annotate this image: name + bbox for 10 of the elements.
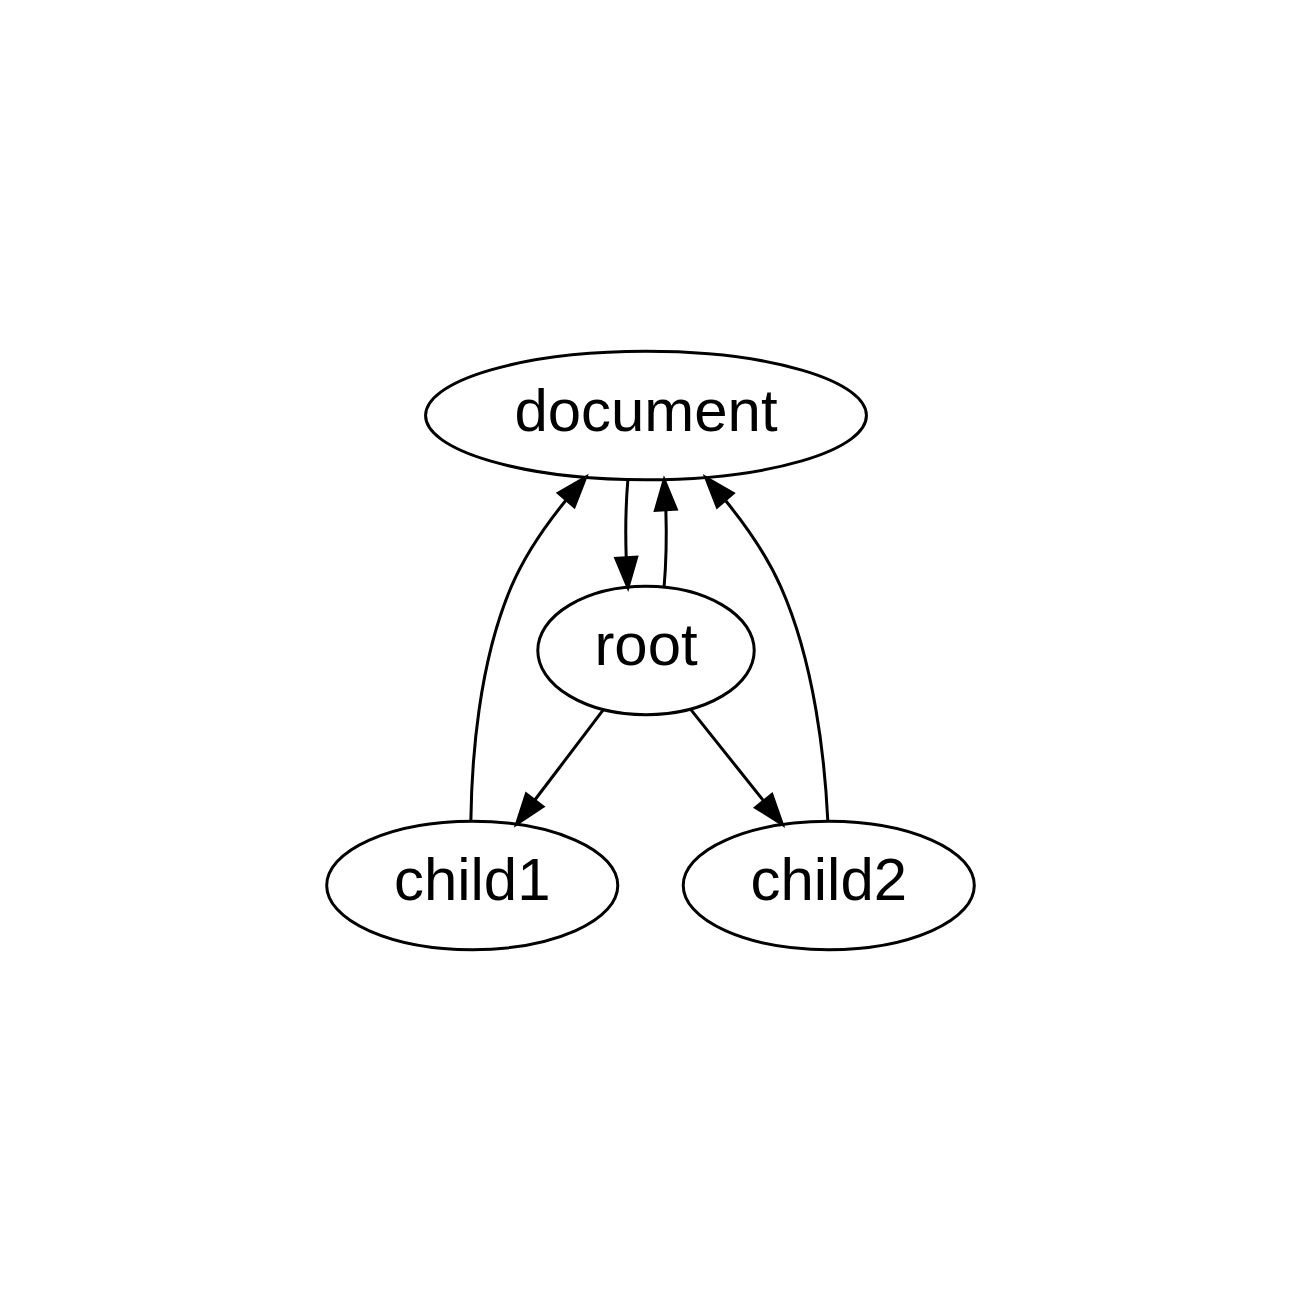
arrow bbox=[468, 473, 589, 821]
arrow bbox=[652, 474, 679, 588]
node-ellipse: root bbox=[535, 584, 756, 716]
arrow bbox=[702, 473, 829, 821]
node-ellipse: child2 bbox=[681, 819, 976, 951]
arrow bbox=[613, 479, 639, 592]
node-ellipse: document bbox=[423, 349, 868, 481]
node-ellipse: child1 bbox=[324, 819, 619, 951]
arrow bbox=[513, 708, 604, 828]
arrow bbox=[688, 707, 785, 828]
